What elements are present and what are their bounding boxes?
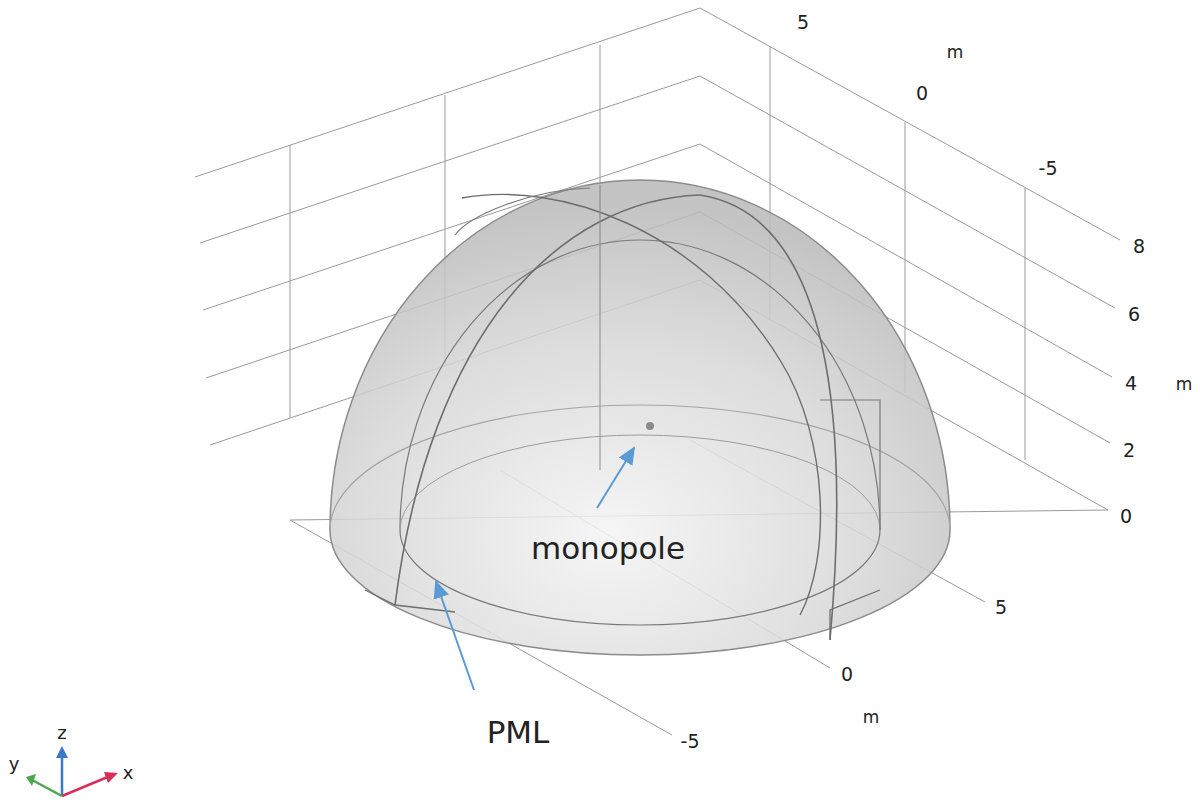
grid-lines — [195, 8, 1120, 735]
axis-unit: m — [863, 709, 880, 726]
monopole-point — [646, 422, 654, 430]
axis-tick: 0 — [841, 665, 853, 684]
axis-tick: 2 — [1123, 441, 1135, 460]
axis-tick: 0 — [916, 84, 928, 103]
part-label: monopole — [531, 533, 685, 564]
axis-triad — [26, 746, 118, 796]
part-label: PML — [487, 717, 550, 748]
axis-tick: 0 — [1120, 507, 1132, 526]
axis-letter: z — [57, 724, 66, 742]
axis-tick: 5 — [995, 598, 1007, 617]
axis-tick: 5 — [797, 13, 809, 32]
axis-unit: m — [1176, 376, 1193, 393]
axis-unit: m — [947, 44, 964, 61]
axis-tick: 4 — [1125, 374, 1137, 393]
hemisphere — [330, 180, 950, 655]
leader-arrow — [436, 582, 474, 690]
axis-letter: y — [9, 755, 20, 773]
axis-tick: 8 — [1133, 237, 1145, 256]
axis-tick: -5 — [1039, 159, 1058, 178]
axis-tick: 6 — [1128, 305, 1140, 324]
axis-letter: x — [123, 764, 134, 782]
leader-arrow — [597, 448, 634, 508]
axis-tick: -5 — [681, 732, 700, 751]
